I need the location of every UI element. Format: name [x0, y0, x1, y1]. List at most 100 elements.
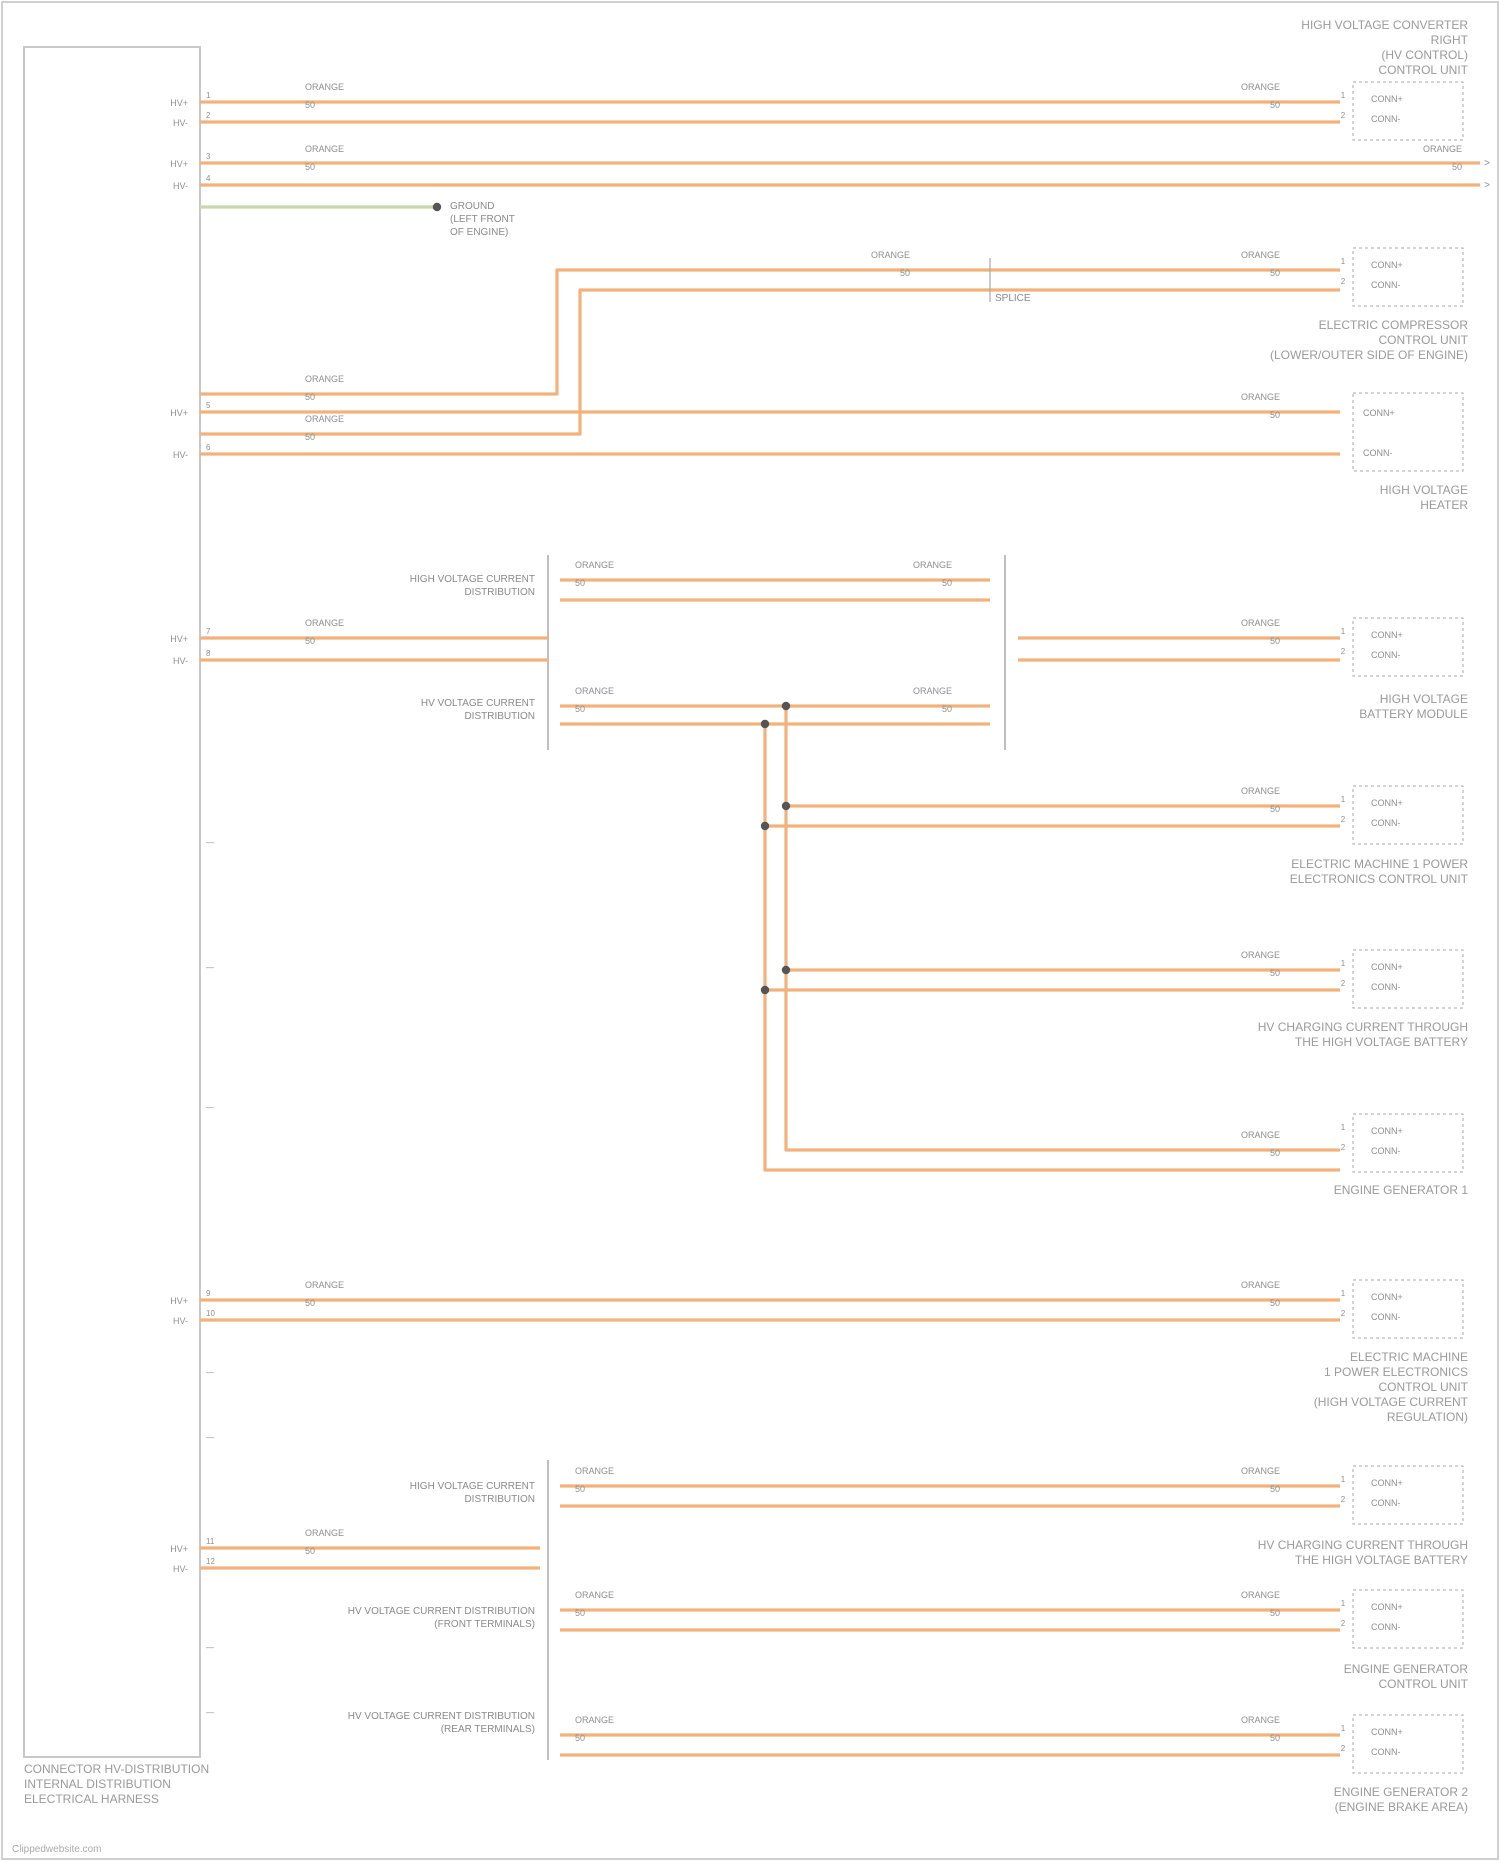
wire-r5-left-gauge-label: 50: [305, 636, 315, 646]
wire-r4-left-gauge-label: 50: [305, 432, 315, 442]
module-pin-num-5: 6: [206, 443, 211, 452]
hv-converter-pin-pos: CONN+: [1371, 94, 1403, 104]
generator-control-box: [1353, 1590, 1463, 1648]
compressor-term-1: 1: [1341, 257, 1346, 266]
component-label-engine-generator-1: ENGINE GENERATOR 1: [1248, 1183, 1468, 1198]
heater-pin-pos: CONN+: [1363, 408, 1395, 418]
module-pin-0: HV+: [170, 98, 188, 108]
wire-b2-1-right-color-label: ORANGE: [1241, 1590, 1280, 1600]
wire-r2-left-color-label: ORANGE: [305, 144, 344, 154]
hv-charging-2-pin-pos: CONN+: [1371, 1478, 1403, 1488]
module-pin-2: HV+: [170, 159, 188, 169]
wire-b2-0-right-color-label: ORANGE: [1241, 1466, 1280, 1476]
wire-bus2-left-gauge-label: 50: [575, 704, 585, 714]
splice-point-4: [782, 966, 790, 974]
module-empty-pin-2: —: [206, 1103, 214, 1112]
module-empty-pin-4: —: [206, 1433, 214, 1442]
hv-charging-2-term-1: 1: [1341, 1475, 1346, 1484]
wire-r7-right-color-label: ORANGE: [1241, 786, 1280, 796]
module-empty-pin-3: —: [206, 1368, 214, 1377]
module-empty-pin-6: —: [206, 1708, 214, 1717]
module-pin-10: HV+: [170, 1544, 188, 1554]
component-label-heater: HIGH VOLTAGE HEATER: [1268, 483, 1468, 513]
source-footer: Clippedwebsite.com: [12, 1844, 102, 1855]
module-pin-8: HV+: [170, 1296, 188, 1306]
machine1-regulation-pin-neg: CONN-: [1371, 1312, 1401, 1322]
wire-r9-right-color-label: ORANGE: [1241, 1130, 1280, 1140]
module-pin-9: HV-: [173, 1316, 188, 1326]
wire-b2-2-left-gauge-label: 50: [575, 1733, 585, 1743]
module-pin-4: HV+: [170, 408, 188, 418]
wire-b2-2-left-color-label: ORANGE: [575, 1715, 614, 1725]
module-pin-num-4: 5: [206, 401, 211, 410]
splitter-label-4: HV VOLTAGE CURRENT DISTRIBUTION (FRONT T…: [290, 1605, 535, 1631]
module-pin-num-2: 3: [206, 152, 211, 161]
module-pin-3: HV-: [173, 181, 188, 191]
component-label-hv-charging-2: HV CHARGING CURRENT THROUGH THE HIGH VOL…: [1168, 1538, 1468, 1568]
offsheet-arrow-2: >: [1484, 180, 1490, 191]
module-pin-num-3: 4: [206, 174, 211, 183]
module-pin-num-9: 10: [206, 1309, 215, 1318]
component-label-hv-converter: HIGH VOLTAGE CONVERTER RIGHT (HV CONTROL…: [1208, 18, 1468, 78]
hv-converter-box: [1353, 82, 1463, 140]
battery-module-pin-pos: CONN+: [1371, 630, 1403, 640]
splice-point-5: [761, 986, 769, 994]
wire-r10-left-gauge-label: 50: [305, 1298, 315, 1308]
machine1-regulation-pin-pos: CONN+: [1371, 1292, 1403, 1302]
wire-r1-right-gauge-label: 50: [1270, 100, 1280, 110]
wire-bus2-right-color-label: ORANGE: [913, 686, 952, 696]
wire-r6-right-gauge-label: 50: [1270, 636, 1280, 646]
battery-module-term-2: 2: [1341, 647, 1346, 656]
hv-distribution-module-frame: [24, 47, 200, 1757]
splice-label: SPLICE: [995, 292, 1031, 305]
wire-r11-left-color-label: ORANGE: [305, 1528, 344, 1538]
wire-r3-right-gauge-label: 50: [1270, 268, 1280, 278]
wire-bus1-right-gauge-label: 50: [942, 578, 952, 588]
hv-charging-1-term-2: 2: [1341, 979, 1346, 988]
hv-converter-term-2: 2: [1341, 111, 1346, 120]
wire-r1-left-color-label: ORANGE: [305, 82, 344, 92]
machine1-pe-pin-pos: CONN+: [1371, 798, 1403, 808]
wire-b2-1-right-gauge-label: 50: [1270, 1608, 1280, 1618]
splice-point-1: [761, 720, 769, 728]
wire-bus1-left-gauge-label: 50: [575, 578, 585, 588]
wire-bus2-right-gauge-label: 50: [942, 704, 952, 714]
wire-r7-right-gauge-label: 50: [1270, 804, 1280, 814]
module-pin-num-8: 9: [206, 1289, 211, 1298]
engine-generator-2-pin-neg: CONN-: [1371, 1747, 1401, 1757]
generator-control-pin-neg: CONN-: [1371, 1622, 1401, 1632]
component-label-hv-charging-1: HV CHARGING CURRENT THROUGH THE HIGH VOL…: [1168, 1020, 1468, 1050]
splitter-label-1: HIGH VOLTAGE CURRENT DISTRIBUTION: [330, 573, 535, 599]
module-pin-num-6: 7: [206, 627, 211, 636]
engine-generator-2-pin-pos: CONN+: [1371, 1727, 1403, 1737]
engine-generator-1-pin-neg: CONN-: [1371, 1146, 1401, 1156]
machine1-regulation-term-1: 1: [1341, 1289, 1346, 1298]
wire-r5-left-color-label: ORANGE: [305, 618, 344, 628]
engine-generator-2-term-1: 1: [1341, 1724, 1346, 1733]
wire-r3-left-color-label: ORANGE: [305, 374, 344, 384]
splitter-label-3: HIGH VOLTAGE CURRENT DISTRIBUTION: [330, 1480, 535, 1506]
engine-generator-2-box: [1353, 1715, 1463, 1773]
hv-charging-2-box: [1353, 1466, 1463, 1524]
wire-r10-left-color-label: ORANGE: [305, 1280, 344, 1290]
splice-point-3: [761, 822, 769, 830]
component-label-engine-generator-2: ENGINE GENERATOR 2 (ENGINE BRAKE AREA): [1228, 1785, 1468, 1815]
module-pin-num-11: 12: [206, 1557, 215, 1566]
hv-charging-1-term-1: 1: [1341, 959, 1346, 968]
compressor-box: [1353, 248, 1463, 306]
battery-module-term-1: 1: [1341, 627, 1346, 636]
battery-module-box: [1353, 618, 1463, 676]
wire-bus1-right-color-label: ORANGE: [913, 560, 952, 570]
wire-r2-right-gauge-label: 50: [1452, 162, 1462, 172]
component-label-compressor: ELECTRIC COMPRESSOR CONTROL UNIT (LOWER/…: [1148, 318, 1468, 363]
wire-r3-right-color-label: ORANGE: [1241, 250, 1280, 260]
wire-r11-left-gauge-label: 50: [305, 1546, 315, 1556]
hv-charging-1-pin-pos: CONN+: [1371, 962, 1403, 972]
wire-r8-right-gauge-label: 50: [1270, 968, 1280, 978]
machine1-pe-term-1: 1: [1341, 795, 1346, 804]
compressor-pin-pos: CONN+: [1371, 260, 1403, 270]
engine-generator-2-term-2: 2: [1341, 1744, 1346, 1753]
generator-control-term-2: 2: [1341, 1619, 1346, 1628]
module-pin-1: HV-: [173, 118, 188, 128]
